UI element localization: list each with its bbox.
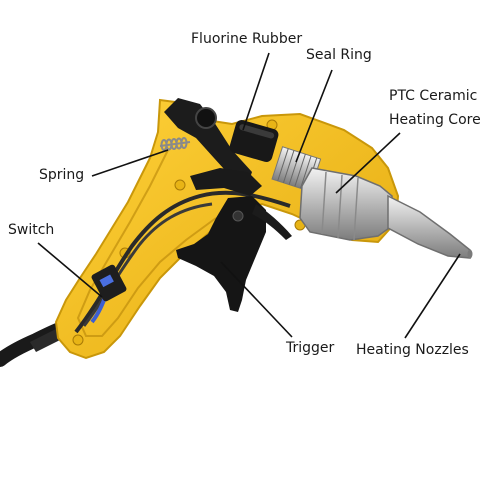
label-fluorine-rubber: Fluorine Rubber bbox=[191, 31, 303, 47]
switch-contact bbox=[99, 274, 114, 288]
trigger-pivot bbox=[232, 210, 244, 222]
fluorine-rubber-sleeve bbox=[229, 120, 279, 162]
feed-roller bbox=[195, 107, 217, 129]
fluorine-rubber-highlight bbox=[239, 124, 275, 139]
label-spring: Spring bbox=[39, 167, 85, 183]
label-switch: Switch bbox=[8, 222, 55, 238]
nozzle-tip bbox=[467, 249, 473, 259]
heating-nozzle bbox=[387, 194, 471, 259]
leader-ptc-heating-core bbox=[335, 132, 401, 194]
cord-strain-relief bbox=[30, 328, 64, 352]
label-heating-nozzles: Heating Nozzles bbox=[356, 342, 469, 358]
leader-fluorine-rubber bbox=[242, 52, 270, 131]
leader-trigger bbox=[220, 261, 293, 338]
label-seal-ring: Seal Ring bbox=[306, 47, 372, 63]
leader-heating-nozzles bbox=[404, 253, 461, 339]
label-ptc-ceramic: PTC Ceramic bbox=[389, 88, 478, 104]
trigger-hook bbox=[252, 204, 292, 240]
leader-seal-ring bbox=[295, 69, 333, 163]
label-heating-core: Heating Core bbox=[389, 112, 481, 128]
leader-spring bbox=[91, 149, 169, 177]
spring-coil bbox=[159, 137, 191, 151]
housing-inner-rim bbox=[76, 149, 217, 337]
feed-arm bbox=[190, 168, 262, 196]
label-trigger: Trigger bbox=[286, 340, 335, 356]
screw-boss bbox=[72, 334, 84, 346]
leader-switch bbox=[37, 242, 103, 298]
trigger-part bbox=[176, 196, 266, 312]
screw-boss bbox=[174, 179, 186, 191]
feed-lever bbox=[164, 98, 252, 184]
heating-core-fins bbox=[321, 171, 359, 241]
